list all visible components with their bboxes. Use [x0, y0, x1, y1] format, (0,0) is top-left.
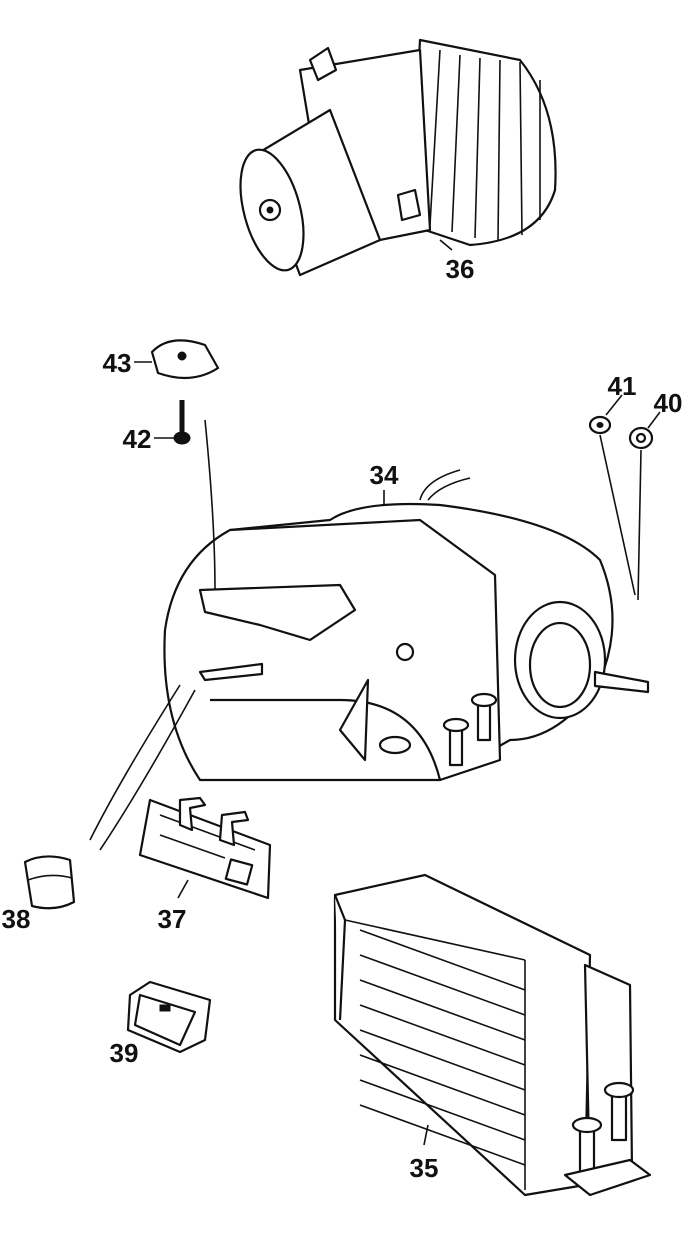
cables: [89, 419, 216, 851]
part-38-control-knob: [23, 855, 76, 910]
label-35: 35: [410, 1153, 439, 1183]
label-34: 34: [370, 460, 399, 490]
leader-37: [177, 879, 189, 899]
leader-35: [423, 1124, 429, 1146]
part-35-heater-matrix: [333, 873, 652, 1197]
part-37-control-panel: [138, 796, 272, 900]
part-41-washer: [588, 415, 612, 435]
leader-36: [439, 239, 453, 251]
label-38: 38: [2, 904, 31, 934]
part-36-blower-motor: [239, 38, 557, 277]
label-37: 37: [158, 904, 187, 934]
label-43: 43: [103, 348, 132, 378]
part-39-rocker-switch: [126, 980, 212, 1054]
label-40: 40: [654, 388, 683, 418]
label-41: 41: [608, 371, 637, 401]
part-34-heater-unit: [163, 469, 650, 782]
label-42: 42: [123, 424, 152, 454]
label-36: 36: [446, 254, 475, 284]
part-42-screw: [173, 400, 191, 445]
leaders-40-41: [599, 394, 661, 601]
part-43-speed-nut-clip: [150, 339, 220, 380]
label-39: 39: [110, 1038, 139, 1068]
part-40-nut: [628, 426, 654, 450]
